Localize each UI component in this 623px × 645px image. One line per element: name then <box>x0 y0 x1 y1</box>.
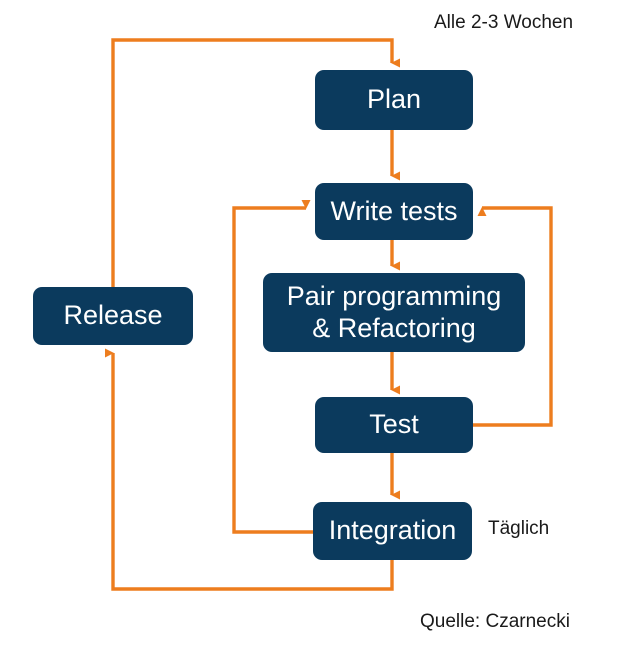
node-release[interactable]: Release <box>33 287 193 345</box>
connector-integration-to-write-tests-loop <box>232 200 313 534</box>
node-plan[interactable]: Plan <box>315 70 473 130</box>
node-write-tests-label: Write tests <box>330 195 458 226</box>
node-test[interactable]: Test <box>315 397 473 453</box>
caption-source: Quelle: Czarnecki <box>420 611 570 632</box>
caption-daily-cadence: Täglich <box>488 518 550 539</box>
node-write-tests[interactable]: Write tests <box>315 183 473 240</box>
connector-integration-to-release-loop <box>105 348 394 591</box>
connector-release-to-plan-loop <box>111 38 400 287</box>
connector-test-to-write-tests-loop <box>473 206 553 427</box>
node-plan-label: Plan <box>366 84 422 115</box>
node-pair-programming-refactoring[interactable]: Pair programming & Refactoring <box>263 273 525 352</box>
node-release-label: Release <box>63 300 163 331</box>
node-integration[interactable]: Integration <box>313 502 472 560</box>
node-test-label: Test <box>369 409 419 440</box>
node-pair-programming-refactoring-label: Pair programming & Refactoring <box>286 281 502 343</box>
caption-iteration-cadence: Alle 2-3 Wochen <box>434 12 574 33</box>
node-integration-label: Integration <box>328 515 457 546</box>
